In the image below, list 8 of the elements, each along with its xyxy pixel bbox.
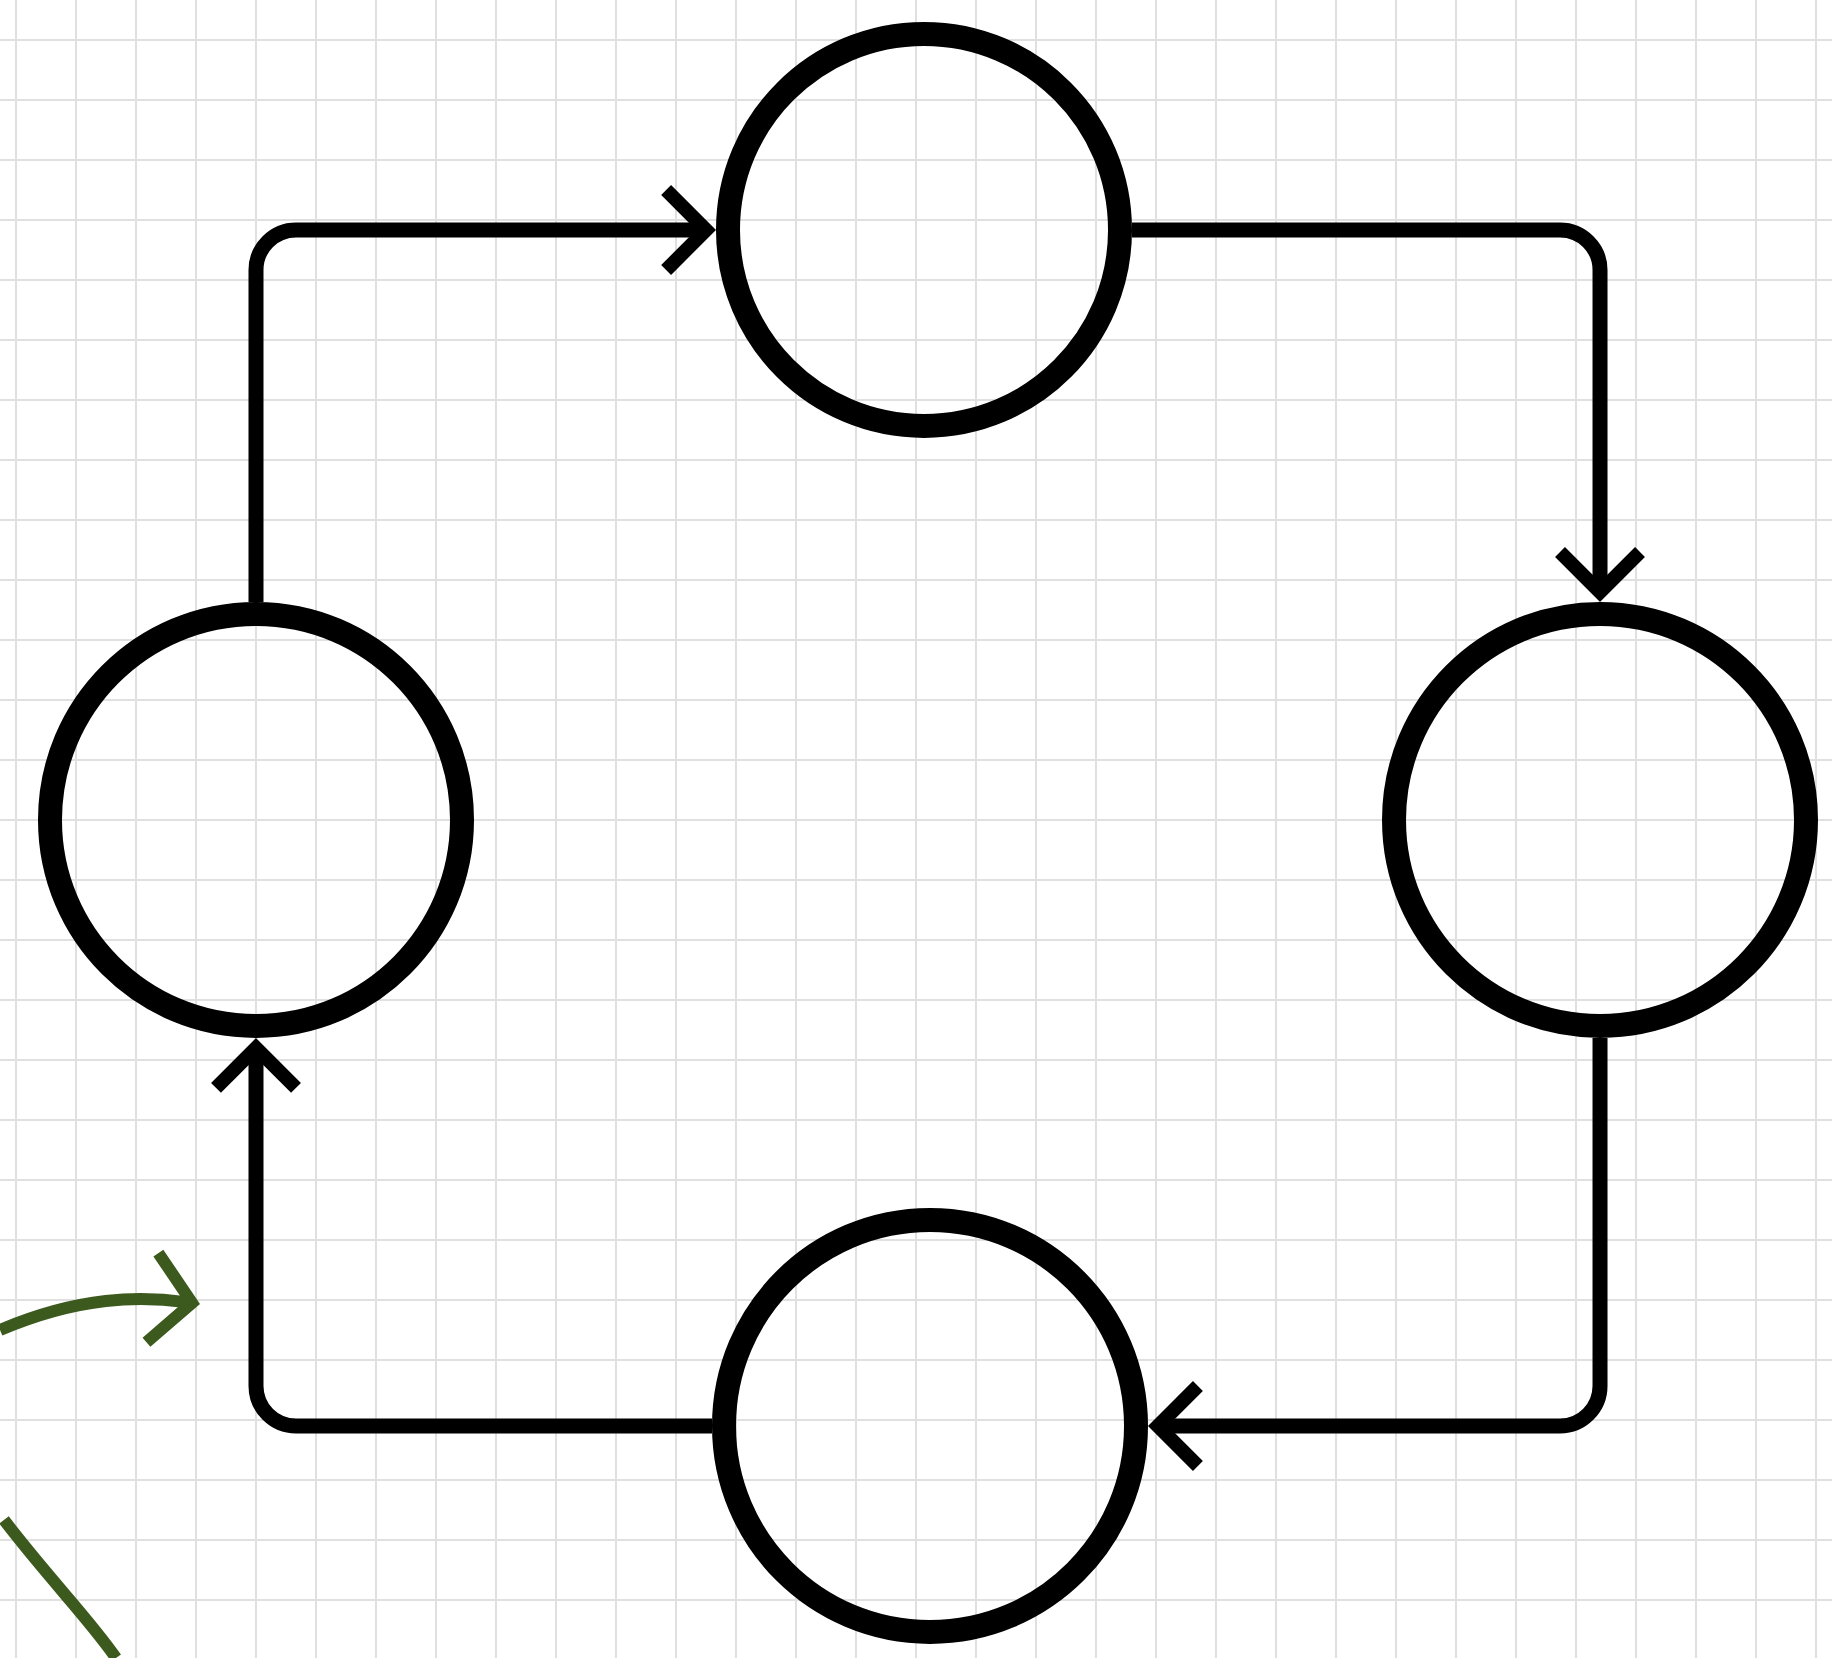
circle-node (38, 601, 474, 1038)
circle-node (716, 21, 1132, 438)
circle-node (1382, 601, 1818, 1038)
circle-node (712, 1207, 1148, 1644)
arrow (248, 185, 716, 602)
arrow (1148, 1037, 1608, 1471)
arrow (1132, 222, 1645, 602)
arrow (211, 1037, 712, 1434)
